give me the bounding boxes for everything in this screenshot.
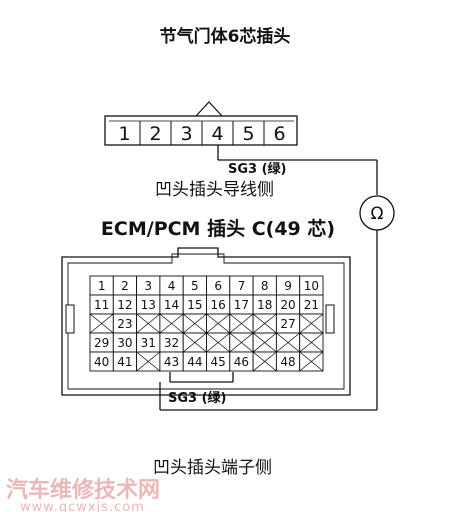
pin-49-2: 2 bbox=[121, 279, 129, 293]
pin-6-6: 6 bbox=[273, 123, 285, 145]
wire-label-top: SG3 (绿) bbox=[228, 161, 287, 177]
pin-49-32: 32 bbox=[164, 336, 179, 350]
pin-49-31: 31 bbox=[141, 336, 156, 350]
pin-49-16: 16 bbox=[211, 298, 226, 312]
ohmmeter-icon: Ω bbox=[359, 195, 395, 231]
pin-49-43: 43 bbox=[164, 355, 179, 369]
pin-6-5: 5 bbox=[242, 123, 254, 145]
pin-49-7: 7 bbox=[238, 279, 246, 293]
pin-49-5: 5 bbox=[191, 279, 199, 293]
connector-side-label-top: 凹头插头导线侧 bbox=[155, 180, 274, 200]
pin-49-23: 23 bbox=[117, 317, 132, 331]
pin-49-18: 18 bbox=[257, 298, 272, 312]
ecm-connector-title: ECM/PCM 插头 C(49 芯) bbox=[101, 217, 335, 240]
pin-49-20: 20 bbox=[280, 298, 295, 312]
pin-49-14: 14 bbox=[164, 298, 179, 312]
pin-49-44: 44 bbox=[187, 355, 202, 369]
pin-49-15: 15 bbox=[187, 298, 202, 312]
pin-6-1: 1 bbox=[118, 123, 130, 145]
pin-49-41: 41 bbox=[117, 355, 132, 369]
pin-49-27: 27 bbox=[280, 317, 295, 331]
pin-49-30: 30 bbox=[117, 336, 132, 350]
pin-49-13: 13 bbox=[141, 298, 156, 312]
pin-49-3: 3 bbox=[144, 279, 152, 293]
pin-49-12: 12 bbox=[117, 298, 132, 312]
pin-6-4: 4 bbox=[211, 123, 223, 145]
pin-49-4: 4 bbox=[168, 279, 176, 293]
wire-label-bottom: SG3 (绿) bbox=[168, 390, 227, 406]
pin-49-48: 48 bbox=[280, 355, 295, 369]
pin-49-40: 40 bbox=[94, 355, 109, 369]
pin-49-45: 45 bbox=[211, 355, 226, 369]
pin-49-21: 21 bbox=[304, 298, 319, 312]
pin-49-11: 11 bbox=[94, 298, 109, 312]
pin-49-8: 8 bbox=[261, 279, 269, 293]
watermark-main: 汽车维修技术网 bbox=[6, 477, 160, 503]
pin-49-9: 9 bbox=[284, 279, 292, 293]
pin-49-17: 17 bbox=[234, 298, 249, 312]
ohm-symbol: Ω bbox=[371, 204, 384, 224]
pin-49-6: 6 bbox=[214, 279, 222, 293]
pin-6-2: 2 bbox=[149, 123, 161, 145]
pin-49-10: 10 bbox=[304, 279, 319, 293]
pin-49-29: 29 bbox=[94, 336, 109, 350]
pin-49-1: 1 bbox=[98, 279, 106, 293]
pin-6-3: 3 bbox=[180, 123, 192, 145]
pin-49-46: 46 bbox=[234, 355, 249, 369]
diagram-title: 节气门体6芯插头 bbox=[160, 26, 291, 47]
connector-side-label-bottom: 凹头插头端子侧 bbox=[153, 458, 272, 478]
watermark-url: www.qcwxjs.com bbox=[20, 500, 145, 512]
